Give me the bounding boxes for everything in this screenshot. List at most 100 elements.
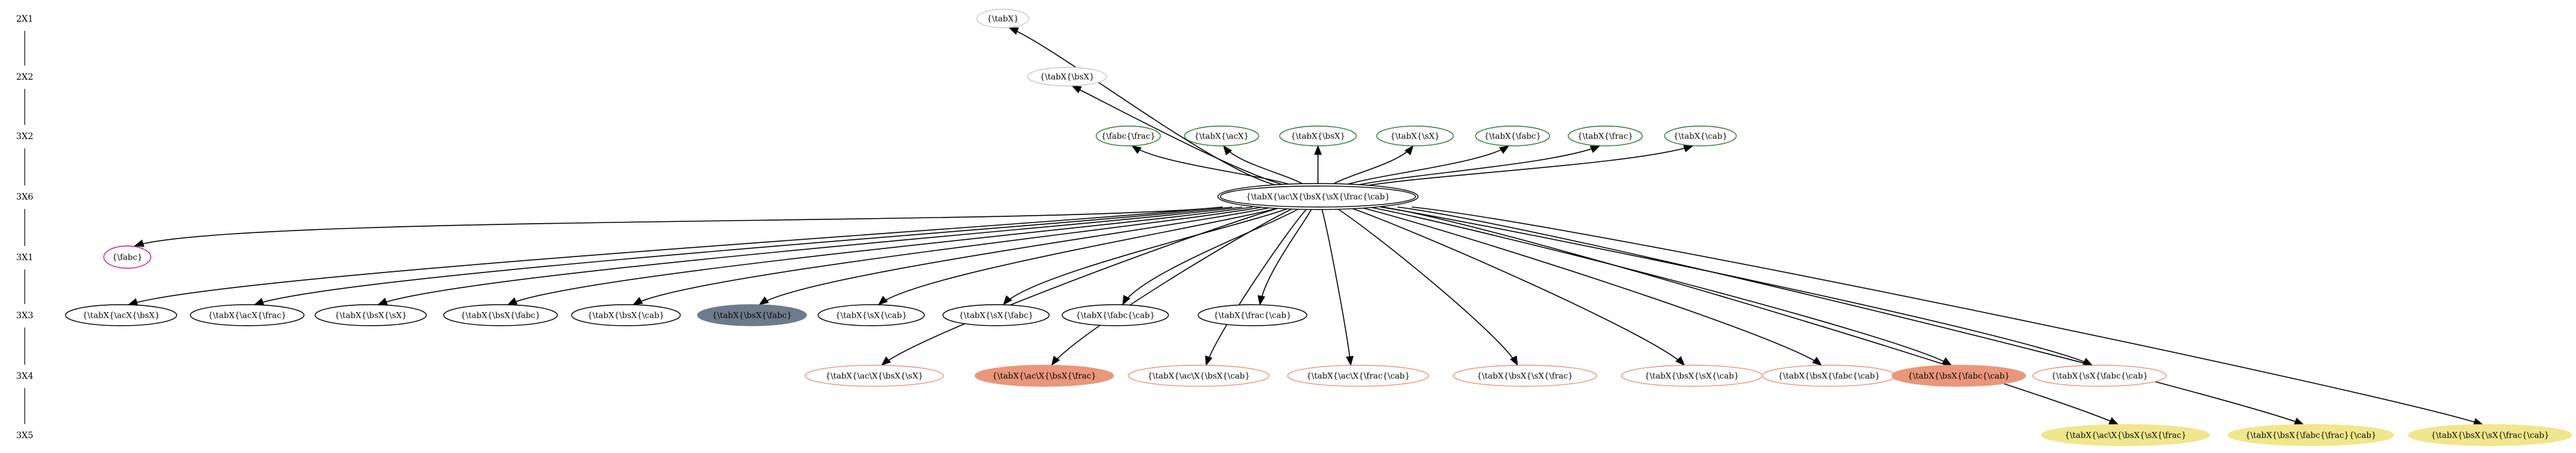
edge (128, 206, 1223, 305)
graph-node[interactable]: {\tabX{\sX{\fabc} (942, 304, 1050, 326)
graph-node[interactable]: {\tabX{\bsX{\fabc} (443, 304, 558, 326)
graph-node[interactable]: {\tabX{\ac\X{\frac{\cab} (1287, 365, 1429, 387)
edge (507, 206, 1253, 305)
node-label: {\tabX{\bsX{\cab} (588, 311, 664, 321)
edge (1206, 206, 1309, 366)
edge-arrowhead (1257, 295, 1265, 306)
graph-node[interactable]: {\tabX{\acX{\bsX} (65, 304, 177, 326)
edge (1131, 145, 1296, 187)
rank-label: 3X5 (16, 431, 33, 441)
graph-node[interactable]: {\tabX{\ac\X{\bsX{\sX} (804, 365, 944, 387)
graph-node[interactable]: {\tabX{\sX} (1376, 125, 1454, 146)
node-label: {\tabX{\bsX{\fabc} (460, 311, 540, 321)
graph-node[interactable]: {\tabX{\bsX{\fabc{\cab} (1891, 365, 2026, 387)
edges (127, 27, 2484, 426)
node-label: {\tabX{\bsX{\fabc{\frac}{\cab} (2245, 431, 2376, 441)
graph-node[interactable]: {\fabc{\frac} (1096, 125, 1161, 146)
graph-node[interactable]: {\tabX{\bsX{\fabc} (697, 304, 807, 326)
graph-node[interactable]: {\tabX{\bsX} (1279, 125, 1357, 146)
edge-arrowhead (1510, 355, 1518, 366)
graph-node[interactable]: {\tabX{\bsX{\fabc{\cab} (1762, 365, 1896, 387)
node-shape (103, 245, 151, 269)
edge-arrowhead (1071, 85, 1082, 93)
node-shape (942, 304, 1050, 326)
node-label: {\tabX{\bsX{\sX} (335, 311, 407, 321)
edge-arrowhead (1131, 145, 1142, 155)
node-label: {\tabX{\acX} (1194, 132, 1249, 142)
edge (1334, 206, 1518, 366)
node-shape (974, 365, 1114, 387)
graph-node[interactable]: {\tabX{\fabc} (1475, 125, 1550, 146)
graph-node[interactable]: {\tabX{\acX{\frac} (190, 304, 305, 326)
graph-node[interactable]: {\tabX{\ac\X{\bsX{\cab} (1128, 365, 1270, 387)
edge-arrowhead (1003, 295, 1013, 306)
node-label: {\tabX{\ac\X{\bsX{\sX} (826, 372, 923, 381)
node-label: {\tabX{\sX{\fabc{\cab} (2051, 372, 2148, 381)
graph-node[interactable]: {\tabX{\bsX{\cab} (571, 304, 681, 326)
graph-node[interactable]: {\tabX{\sX{\fabc{\cab} (2032, 365, 2167, 387)
graph-node[interactable]: {\tabX{\bsX{\fabc{\frac}{\cab} (2228, 424, 2394, 446)
graph-node[interactable]: {\tabX{\fabc{\cab} (1062, 304, 1169, 326)
edge (1380, 206, 2093, 366)
node-shape (1096, 125, 1161, 146)
graph-node[interactable]: {\tabX{\frac{\cab} (1197, 304, 1307, 326)
edge-arrowhead (507, 297, 518, 305)
edge (1411, 206, 2483, 425)
edge-arrowhead (880, 356, 892, 366)
edge (1008, 27, 1280, 187)
node-label: {\tabX{\frac{\cab} (1214, 311, 1291, 321)
node-label: {\tabX{\bsX{\fabc{\cab} (1778, 372, 1880, 381)
edge-arrowhead (2108, 417, 2119, 425)
edge (1259, 206, 1314, 305)
graph-node[interactable]: {\tabX{\cab} (1664, 125, 1737, 146)
node-shape (1568, 125, 1643, 146)
graph-node[interactable]: {\tabX{\bsX{\sX} (315, 304, 427, 326)
graph-node[interactable]: {\tabX{\ac\X{\bsX{\sX{\frac} (2041, 424, 2210, 446)
edge (1352, 145, 1600, 187)
node-shape (2228, 424, 2394, 446)
graph-node[interactable]: {\tabX} (976, 9, 1029, 28)
edge (254, 206, 1233, 305)
edge (1003, 206, 1293, 305)
node-shape (2408, 424, 2572, 446)
node-label: {\tabX{\bsX{\sX{\frac{\cab} (2431, 431, 2549, 441)
root-node[interactable]: {\tabX{\ac\X{\bsX{\sX{\frac{\cab} (1217, 183, 1419, 210)
node-shape (1287, 365, 1429, 387)
graph-node[interactable]: {\tabX{\ac\X{\bsX{\frac} (974, 365, 1114, 387)
edge-arrowhead (1675, 356, 1685, 366)
node-shape (697, 304, 807, 326)
graph-node[interactable]: {\fabc} (103, 245, 151, 269)
edge-arrowhead (877, 295, 889, 305)
edge-arrowhead (1404, 145, 1414, 156)
node-label: {\fabc{\frac} (1101, 132, 1155, 142)
node-shape (1027, 67, 1107, 87)
graph-node[interactable]: {\tabX{\bsX{\sX{\cab} (1621, 365, 1763, 387)
graph-node[interactable]: {\tabX{\sX{\cab} (817, 304, 925, 326)
node-label: {\tabX{\ac\X{\frac{\cab} (1306, 372, 1410, 381)
rank-label: 3X6 (16, 192, 33, 202)
edge-arrowhead (1008, 27, 1019, 35)
edge (878, 206, 1283, 305)
node-shape (1475, 125, 1550, 146)
graph-node[interactable]: {\tabX{\bsX} (1027, 67, 1107, 87)
edge-arrowhead (1941, 357, 1953, 366)
graph-node[interactable]: {\tabX{\bsX{\sX{\frac{\cab} (2408, 424, 2572, 446)
edge (1358, 206, 1822, 366)
edge-arrowhead (253, 298, 264, 305)
node-label: {\tabX{\cab} (1673, 132, 1727, 142)
graph-node[interactable]: {\tabX{\bsX{\sX{\frac} (1453, 365, 1597, 387)
node-shape (2041, 424, 2210, 446)
edge (1364, 145, 1693, 187)
edge (759, 206, 1273, 305)
rank-label: 3X2 (16, 132, 33, 142)
edge (1051, 206, 1296, 366)
node-shape (571, 304, 681, 326)
node-label: {\tabX{\ac\X{\bsX{\frac} (992, 372, 1096, 381)
graph-node[interactable]: {\tabX{\frac} (1568, 125, 1643, 146)
graph-node[interactable]: {\tabX{\acX} (1184, 125, 1259, 146)
edge (1329, 145, 1414, 187)
node-shape (1197, 304, 1307, 326)
node-label: {\tabX{\acX{\frac} (208, 311, 286, 321)
node-label: {\tabX{\ac\X{\bsX{\cab} (1147, 372, 1250, 381)
